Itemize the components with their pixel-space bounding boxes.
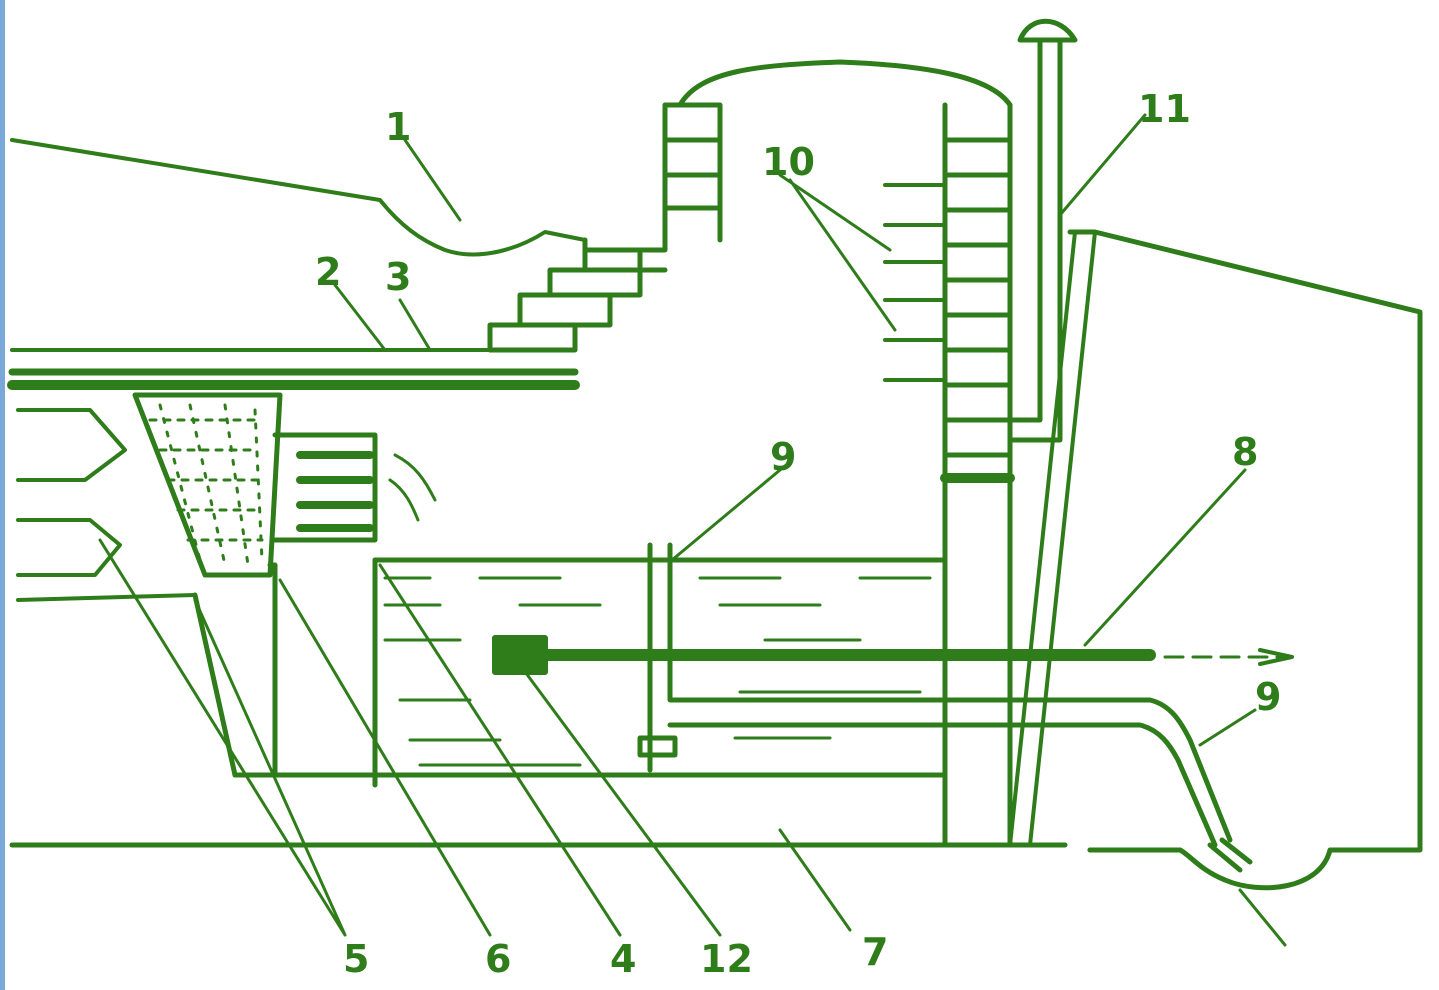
ground-surface (10, 138, 587, 257)
label-5: 5 (343, 937, 369, 981)
distribution-outlets (272, 432, 437, 543)
label-2: 2 (315, 250, 341, 294)
outflow-pipe (492, 635, 1294, 675)
septic-tank (192, 557, 948, 788)
outlet-chamber-inner-wall (1008, 230, 1097, 847)
sludge-pipe (637, 542, 1253, 873)
dome-cover (677, 59, 1013, 108)
label-11: 11 (1138, 87, 1191, 131)
inlet-drains (16, 408, 197, 602)
label-9-top: 9 (770, 435, 796, 479)
brick-shaft (940, 102, 1015, 848)
label-4: 4 (610, 937, 636, 981)
label-7: 7 (862, 930, 888, 974)
left-edge-strip (0, 0, 5, 990)
label-9-right: 9 (1255, 675, 1281, 719)
stairs (487, 102, 723, 353)
roof-slab (7, 348, 580, 390)
base-line (9, 842, 1183, 853)
label-6: 6 (485, 937, 511, 981)
label-10: 10 (762, 140, 815, 184)
label-1: 1 (385, 105, 411, 149)
vent-ribs (883, 183, 947, 382)
gravel-filter (132, 392, 283, 578)
label-8: 8 (1232, 430, 1258, 474)
label-12: 12 (700, 937, 753, 981)
water-level-lines (383, 576, 932, 767)
label-3: 3 (385, 255, 411, 299)
leader-lines (98, 113, 1287, 947)
exhaust-pipe (1007, 18, 1078, 443)
callout-labels: 1 2 3 10 11 9 8 9 5 6 4 12 7 (315, 87, 1281, 981)
outlet-chamber (1067, 229, 1423, 891)
